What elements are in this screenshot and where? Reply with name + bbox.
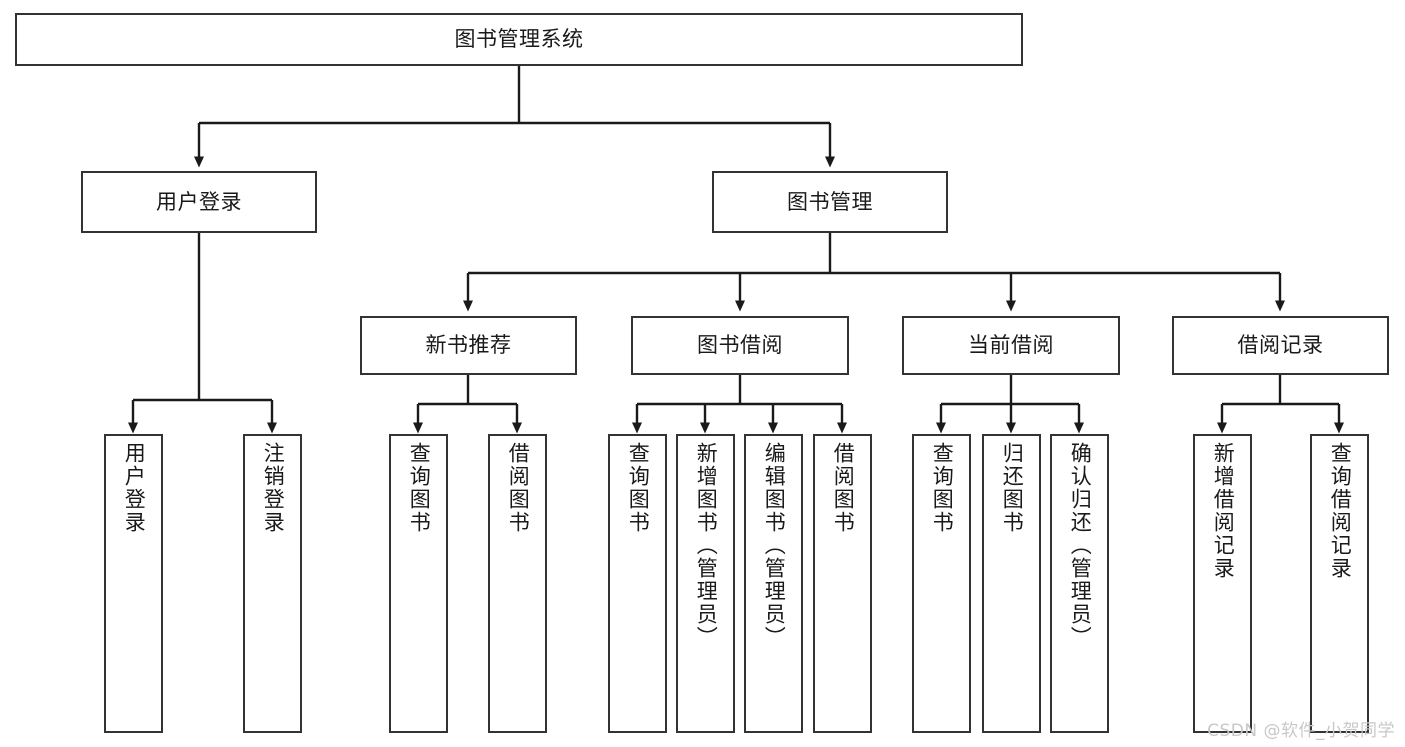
node-label: 归还图书 bbox=[1000, 442, 1025, 534]
node-new-book-recommend[interactable]: 新书推荐 bbox=[360, 316, 577, 375]
node-borrow-record[interactable]: 借阅记录 bbox=[1172, 316, 1389, 375]
node-label: 新增图书（管理员） bbox=[694, 442, 719, 649]
leaf-borrow-edit-book-admin[interactable]: 编辑图书（管理员） bbox=[744, 434, 803, 733]
node-label: 新增借阅记录 bbox=[1211, 442, 1236, 580]
node-label: 新书推荐 bbox=[425, 333, 512, 358]
node-current-borrow[interactable]: 当前借阅 bbox=[902, 316, 1120, 375]
node-label: 当前借阅 bbox=[968, 333, 1054, 358]
leaf-current-confirm-return-admin[interactable]: 确认归还（管理员） bbox=[1050, 434, 1109, 733]
node-label: 查询图书 bbox=[930, 442, 955, 534]
leaf-user-login-logout[interactable]: 注销登录 bbox=[243, 434, 302, 733]
node-label: 查询图书 bbox=[407, 442, 432, 534]
node-label: 图书借阅 bbox=[697, 333, 783, 358]
node-book-borrow[interactable]: 图书借阅 bbox=[631, 316, 849, 375]
leaf-recommend-borrow-book[interactable]: 借阅图书 bbox=[488, 434, 547, 733]
node-label: 用户登录 bbox=[156, 189, 242, 214]
leaf-borrow-query-book[interactable]: 查询图书 bbox=[608, 434, 667, 733]
node-user-login[interactable]: 用户登录 bbox=[81, 171, 317, 233]
node-label: 查询图书 bbox=[626, 442, 651, 534]
node-label: 查询借阅记录 bbox=[1328, 442, 1353, 580]
watermark-text: CSDN @软件_小贺同学 bbox=[1207, 721, 1395, 741]
node-label: 用户登录 bbox=[122, 442, 147, 534]
node-label: 确认归还（管理员） bbox=[1068, 442, 1093, 649]
leaf-current-return-book[interactable]: 归还图书 bbox=[982, 434, 1041, 733]
node-root-system[interactable]: 图书管理系统 bbox=[15, 13, 1023, 66]
leaf-user-login-login[interactable]: 用户登录 bbox=[104, 434, 163, 733]
leaf-borrow-borrow-book[interactable]: 借阅图书 bbox=[813, 434, 872, 733]
leaf-current-query-book[interactable]: 查询图书 bbox=[912, 434, 971, 733]
leaf-record-add-record[interactable]: 新增借阅记录 bbox=[1193, 434, 1252, 733]
node-label: 借阅图书 bbox=[506, 442, 531, 534]
node-book-management[interactable]: 图书管理 bbox=[712, 171, 948, 233]
node-label: 借阅记录 bbox=[1237, 333, 1324, 358]
node-label: 图书管理 bbox=[787, 189, 873, 214]
leaf-recommend-query-book[interactable]: 查询图书 bbox=[389, 434, 448, 733]
node-label: 注销登录 bbox=[261, 442, 286, 534]
leaf-record-query-record[interactable]: 查询借阅记录 bbox=[1310, 434, 1369, 733]
node-label: 借阅图书 bbox=[831, 442, 856, 534]
node-label: 图书管理系统 bbox=[454, 27, 584, 52]
node-label: 编辑图书（管理员） bbox=[762, 442, 787, 649]
leaf-borrow-add-book-admin[interactable]: 新增图书（管理员） bbox=[676, 434, 735, 733]
